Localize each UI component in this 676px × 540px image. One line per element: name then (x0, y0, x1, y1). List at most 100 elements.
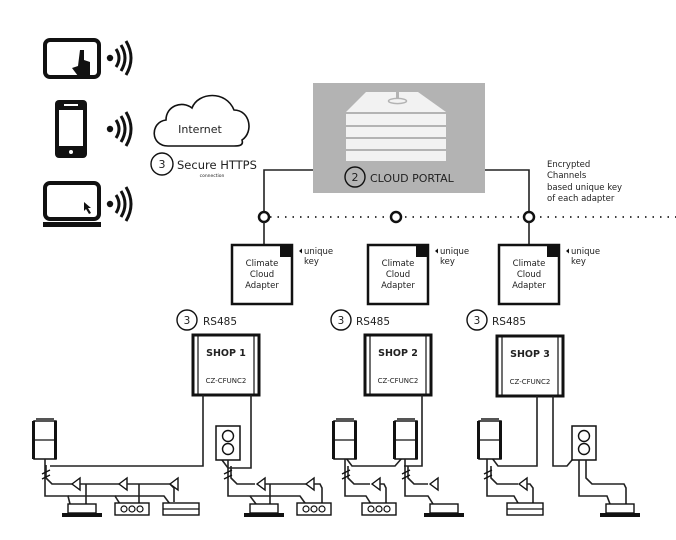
ducted-unit-icon (296, 502, 332, 516)
svg-text:Climate: Climate (513, 259, 546, 269)
ducted-unit-icon (361, 502, 397, 516)
step-badge (150, 152, 174, 176)
svg-text:based unique key: based unique key (547, 183, 622, 193)
break-mark-icon (483, 469, 493, 480)
shop-model: CZ-CFUNC2 (510, 378, 551, 386)
shop-model: CZ-CFUNC2 (206, 377, 247, 385)
key-chip-icon (280, 246, 291, 257)
outdoor-unit-icon (476, 417, 503, 460)
svg-text:Cloud: Cloud (386, 270, 410, 280)
encrypted-note: Encrypted Channels based unique key of e… (547, 160, 622, 204)
adapter-3: Climate Cloud Adapter unique key (497, 243, 600, 306)
portal-label: CLOUD PORTAL (370, 172, 455, 185)
svg-text:RS485: RS485 (203, 316, 237, 328)
step-badge (466, 309, 488, 331)
cassette-unit-icon (61, 503, 103, 518)
shop-model: CZ-CFUNC2 (378, 377, 419, 385)
step-badge (176, 309, 198, 331)
shop-name: SHOP 2 (378, 348, 418, 359)
svg-text:Encrypted: Encrypted (547, 160, 590, 170)
ducted-unit-icon (114, 502, 150, 516)
shop-2-equipment (331, 395, 465, 518)
svg-text:2: 2 (352, 171, 359, 184)
branch-joint-icon (371, 477, 381, 491)
branch-joint-icon (518, 477, 528, 491)
break-mark-icon (41, 469, 51, 480)
break-mark-icon (223, 469, 233, 480)
portal-link-right (485, 169, 530, 212)
wall-unit-icon (506, 502, 544, 516)
shop-controller-2: SHOP 2 CZ-CFUNC2 (363, 333, 433, 397)
pointer-icon (299, 248, 302, 254)
svg-text:Cloud: Cloud (250, 270, 274, 280)
https-sublabel: connection (200, 173, 225, 179)
wireless-signal-icon (105, 185, 133, 223)
cloud-icon (153, 94, 250, 147)
svg-text:Climate: Climate (382, 259, 415, 269)
svg-text:Climate: Climate (246, 259, 279, 269)
channel-node (257, 210, 271, 224)
break-mark-icon (401, 469, 411, 480)
https-label: Secure HTTPS (177, 158, 257, 172)
shop-name: SHOP 3 (510, 349, 550, 360)
break-mark-icon (341, 469, 351, 480)
outdoor-unit-icon (331, 417, 358, 460)
svg-text:key: key (440, 257, 455, 267)
svg-text:3: 3 (159, 158, 166, 171)
rs485-link-1: 3 RS485 (176, 309, 237, 331)
svg-text:3: 3 (338, 315, 345, 327)
tablet-device (43, 38, 133, 79)
adapter-2: Climate Cloud Adapter unique key (366, 243, 469, 306)
branch-joint-icon (429, 477, 439, 491)
svg-text:Adapter: Adapter (381, 281, 415, 291)
svg-text:unique: unique (440, 247, 469, 257)
svg-text:unique: unique (571, 247, 600, 257)
wireless-signal-icon (105, 110, 133, 148)
wall-unit-icon (162, 502, 200, 516)
channel-node (522, 210, 536, 224)
channel-node (389, 210, 403, 224)
branch-joint-icon (71, 477, 81, 491)
cassette-unit-icon (599, 503, 641, 518)
svg-text:Adapter: Adapter (245, 281, 279, 291)
svg-text:Cloud: Cloud (517, 270, 541, 280)
fan-unit-icon (571, 425, 597, 461)
portal-link-left (263, 169, 313, 212)
internet-label: Internet (178, 123, 222, 136)
internet-cloud: Internet (153, 94, 250, 147)
svg-text:Adapter: Adapter (512, 281, 546, 291)
branch-joint-icon (256, 477, 266, 491)
svg-text:key: key (304, 257, 319, 267)
cassette-unit-icon (423, 503, 465, 518)
https-step: 3 Secure HTTPS connection (150, 152, 257, 179)
rs485-link-3: 3 RS485 (466, 309, 526, 331)
key-chip-icon (416, 246, 427, 257)
laptop-device (43, 181, 133, 227)
cloud-portal: 2 CLOUD PORTAL (313, 83, 485, 193)
svg-text:key: key (571, 257, 586, 267)
cassette-unit-icon (243, 503, 285, 518)
tablet-touch-icon (43, 38, 101, 79)
branch-joint-icon (118, 477, 128, 491)
shop-controller-1: SHOP 1 CZ-CFUNC2 (191, 333, 261, 397)
adapter-1: Climate Cloud Adapter unique key (230, 243, 333, 306)
svg-text:unique: unique (304, 247, 333, 257)
outdoor-unit-icon (392, 417, 419, 460)
step-badge (344, 166, 366, 188)
pointer-icon (566, 248, 569, 254)
fan-unit-icon (215, 425, 241, 461)
rs485-link-2: 3 RS485 (330, 309, 390, 331)
server-icon (346, 85, 446, 161)
shop-controller-3: SHOP 3 CZ-CFUNC2 (495, 334, 565, 398)
key-chip-icon (547, 246, 558, 257)
shop-3-equipment (476, 396, 641, 518)
svg-text:3: 3 (184, 315, 191, 327)
smartphone-device (55, 100, 133, 158)
step-badge (330, 309, 352, 331)
svg-text:of each adapter: of each adapter (547, 194, 615, 204)
svg-text:RS485: RS485 (356, 316, 390, 328)
svg-text:Channels: Channels (547, 171, 587, 181)
svg-text:RS485: RS485 (492, 316, 526, 328)
shop-1-equipment (31, 395, 332, 518)
